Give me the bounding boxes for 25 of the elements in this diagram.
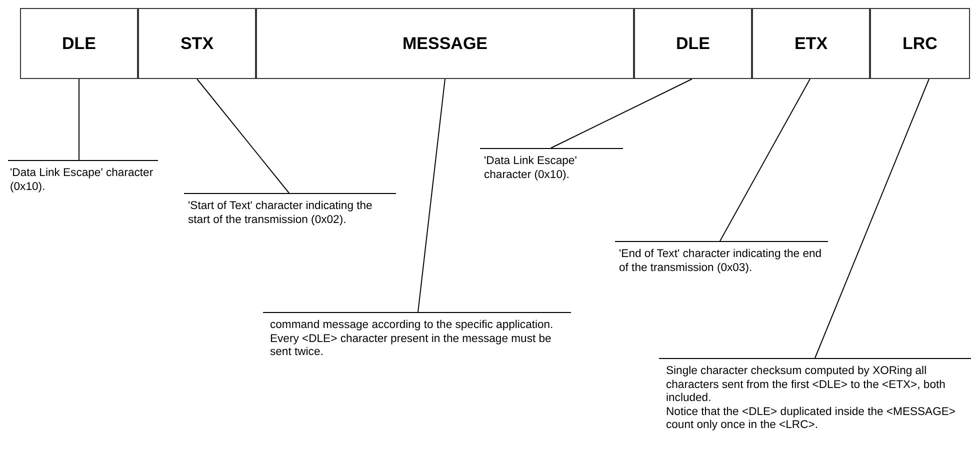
frame-field: MESSAGE [256,8,634,79]
note-text: 'Start of Text' character indicating the start of the transmission (0x02). [188,200,374,227]
callout-note [480,148,623,182]
leader-line [418,78,446,312]
frame-field: DLE [634,8,752,79]
callout-note [659,358,971,432]
leader-line [814,78,930,358]
frame-field: DLE [20,8,138,79]
note-text: Notice that the <DLE> duplicated inside the <MESSAGE> count only once in the <LRC>. [666,406,956,432]
frame-field: LRC [870,8,970,79]
leader-line [550,78,692,148]
note-text: 'Data Link Escape' character (0x10). [484,155,578,182]
callout-note [184,193,396,227]
note-text: Every <DLE> character present in the message must be sent twice. [270,332,552,360]
note-text: 'Data Link Escape' character (0x10). [10,167,154,194]
note-text: command message according to the specific application. [270,319,554,332]
frame-field: STX [138,8,256,79]
leader-line [196,78,290,194]
callout-note [615,241,828,275]
note-text: Single character checksum computed by XORing all characters sent from the first <DLE> to the <ETX>, both included. [666,365,946,406]
frame-field: ETX [752,8,870,79]
note-text: 'End of Text' character indicating the end of the transmission (0x03). [619,248,823,275]
leader-line [720,78,810,242]
leader-line [78,78,80,160]
callout-note [8,160,158,194]
